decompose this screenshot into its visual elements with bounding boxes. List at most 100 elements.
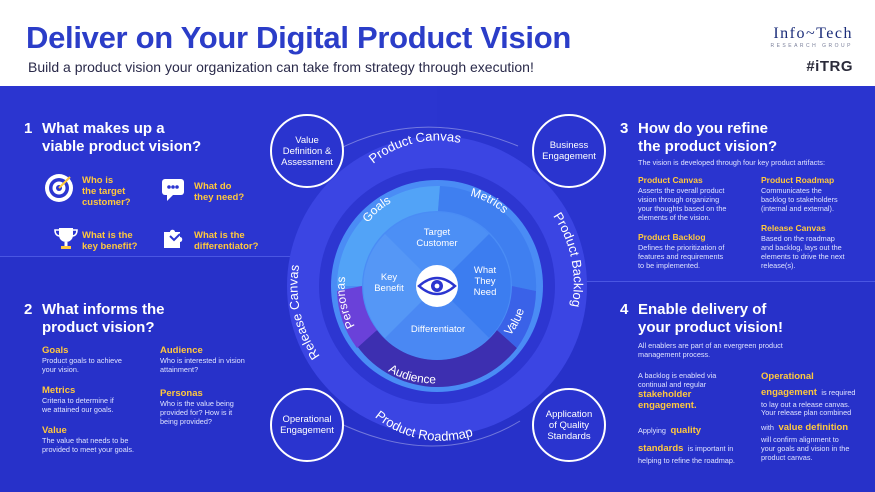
target-icon: [45, 174, 73, 202]
release-canvas-desc: release(s).: [761, 261, 796, 270]
product-backlog-label: Product Backlog: [638, 232, 706, 242]
operational-engagement-block: Operational engagement is required to la…: [761, 371, 871, 409]
section-1-title: What makes up a viable product vision?: [42, 120, 201, 156]
enabler-highlight: stakeholder: [638, 389, 692, 400]
inner-label-line: Target: [423, 227, 451, 238]
personas-segment: [337, 286, 377, 348]
enabler-text: your goals and vision in the: [761, 444, 850, 453]
section-1-title-line2: viable product vision?: [42, 138, 202, 155]
divider: [575, 281, 875, 282]
product-canvas-label: Product Canvas: [638, 175, 703, 185]
section-3-intro: The vision is developed through four key…: [638, 158, 825, 167]
key-benefit-question: What is the key benefit?: [82, 230, 137, 252]
circle-label-line: of Quality: [548, 419, 590, 431]
circle-label-line: Application: [545, 408, 593, 420]
release-canvas-label: Release Canvas: [761, 223, 826, 233]
section-4-intro-line: All enablers are part of an evergreen pr…: [638, 341, 783, 350]
product-vision-diagram: Product Canvas Product Roadmap Release C…: [285, 126, 587, 447]
brand-subtitle: RESEARCH GROUP: [770, 43, 853, 49]
enabler-text: helping to refine the roadmap.: [638, 456, 735, 465]
stakeholder-engagement-block: A backlog is enabled via continual and r…: [638, 371, 754, 411]
question-line: they need?: [194, 192, 245, 203]
header: Deliver on Your Digital Product Vision B…: [0, 0, 875, 86]
section-4-title-line2: your product vision!: [638, 319, 784, 336]
question-line: customer?: [82, 197, 131, 208]
enabler-text: will confirm alignment to: [761, 435, 839, 444]
speech-bubble-icon: [162, 179, 184, 201]
eye-icon: [417, 276, 457, 296]
section-4-intro-line: management process.: [638, 350, 711, 359]
business-engagement-circle: Business Engagement: [532, 114, 606, 188]
product-roadmap-desc: (internal and external).: [761, 204, 835, 213]
value-definition-circle: Value Definition & Assessment: [270, 114, 344, 188]
personas-block: Personas Who is the value being provided…: [160, 388, 280, 426]
main-panel: 1 What makes up a viable product vision?…: [0, 86, 875, 492]
brand-name: Info~Tech: [773, 25, 853, 42]
section-3-title-line2: the product vision?: [638, 138, 778, 155]
connector-arc: [334, 126, 519, 152]
connector-arc: [334, 420, 521, 447]
product-canvas-desc: Asserts the overall product: [638, 186, 725, 195]
differentiator-label: Differentiator: [400, 324, 476, 335]
product-canvas-desc: elements of the vision.: [638, 213, 711, 222]
brand-logo: Info~Tech RESEARCH GROUP #iTRG: [770, 25, 853, 75]
personas-desc: being provided?: [160, 417, 212, 426]
what-they-need-quadrant: [437, 234, 511, 338]
metrics-desc: we attained our goals.: [42, 405, 114, 414]
inner-label-line: Key: [380, 272, 398, 283]
personas-desc: provided for? How is it: [160, 408, 233, 417]
target-customer-label: Target Customer: [408, 227, 466, 249]
enabler-text: to lay out a release canvas.: [761, 400, 850, 409]
goals-segment: [337, 185, 440, 286]
enabler-highlight: engagement.: [638, 400, 697, 411]
product-roadmap-desc: backlog to stakeholders: [761, 195, 838, 204]
value-definition-block: Your release plan combined with value de…: [761, 408, 873, 462]
metrics-segment: [438, 186, 537, 291]
enabler-highlight: standards: [638, 443, 684, 454]
goals-desc: Product goals to achieve: [42, 356, 122, 365]
product-canvas-desc: your thoughts based on the: [638, 204, 727, 213]
circle-label-line: Engagement: [542, 151, 596, 162]
circle-label-line: Value: [295, 134, 319, 146]
inner-label-line: They: [474, 276, 496, 287]
section-1-title-line1: What makes up a: [42, 120, 165, 137]
release-canvas-desc: Based on the roadmap: [761, 234, 835, 243]
inner-label-line: Customer: [416, 238, 458, 249]
differentiator-quadrant: [385, 286, 489, 360]
goals-block: Goals Product goals to achieve your visi…: [42, 345, 157, 374]
enabler-highlight: engagement: [761, 387, 817, 398]
section-4-intro: All enablers are part of an evergreen pr…: [638, 341, 868, 359]
enabler-text: is required: [821, 388, 856, 397]
personas-desc: Who is the value being: [160, 399, 234, 408]
value-desc: provided to meet your goals.: [42, 445, 135, 454]
section-2-number: 2: [24, 301, 33, 318]
audience-desc: attainment?: [160, 365, 199, 374]
inner-label-line: What: [473, 265, 497, 276]
enabler-text: continual and regular: [638, 380, 707, 389]
value-segment: [497, 286, 536, 348]
question-line: the target: [82, 186, 126, 197]
puzzle-piece-icon: [164, 229, 183, 248]
trophy-icon: [54, 228, 78, 249]
section-2-title: What informs the product vision?: [42, 301, 165, 337]
section-2-title-line2: product vision?: [42, 319, 155, 336]
quality-standards-block: Applying quality standards is important …: [638, 420, 756, 465]
circle-label-line: Engagement: [280, 425, 334, 436]
section-2-title-line1: What informs the: [42, 301, 165, 318]
enabler-text: Applying: [638, 426, 666, 435]
inner-label-line: Benefit: [374, 283, 404, 294]
customer-need-question: What do they need?: [194, 181, 244, 203]
page-subtitle: Build a product vision your organization…: [28, 59, 534, 75]
quality-standards-circle: Application of Quality Standards: [532, 388, 606, 462]
section-3-title-line1: How do you refine: [638, 120, 769, 137]
product-backlog-desc: features and requirements: [638, 252, 724, 261]
audience-desc: Who is interested in vision: [160, 356, 245, 365]
section-3-number: 3: [620, 120, 629, 137]
target-customer-quadrant: [385, 212, 489, 286]
personas-label: Personas: [160, 388, 203, 399]
audience-block: Audience Who is interested in vision att…: [160, 345, 280, 374]
value-label: Value: [42, 425, 67, 436]
circle-label-line: Operational: [282, 414, 332, 425]
question-line: What is the: [82, 230, 133, 241]
goals-label: Goals: [42, 345, 69, 356]
